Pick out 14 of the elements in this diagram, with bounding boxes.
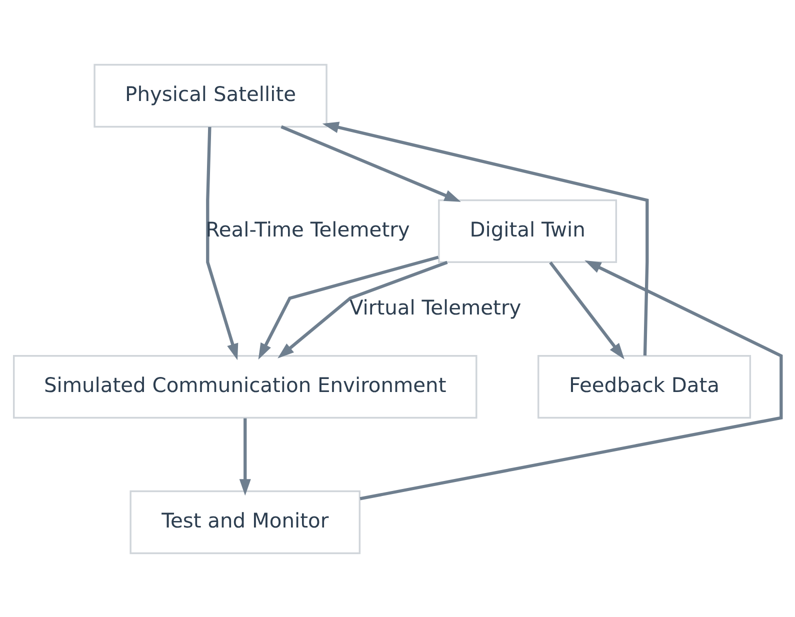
arrow (239, 418, 251, 496)
arrow (549, 260, 624, 359)
arrow (322, 121, 649, 356)
node-box: Simulated Communication Environment (13, 354, 478, 418)
node-box: Digital Twin (438, 198, 618, 263)
arrow (280, 124, 461, 202)
edge-label: Virtual Telemetry (349, 294, 522, 319)
arrow (360, 260, 783, 500)
node-box: Physical Satellite (94, 63, 328, 128)
node-box: Test and Monitor (130, 490, 361, 554)
node-box: Feedback Data (537, 354, 752, 418)
arrow (258, 255, 439, 360)
arrow (206, 126, 238, 360)
arrow (278, 260, 448, 358)
